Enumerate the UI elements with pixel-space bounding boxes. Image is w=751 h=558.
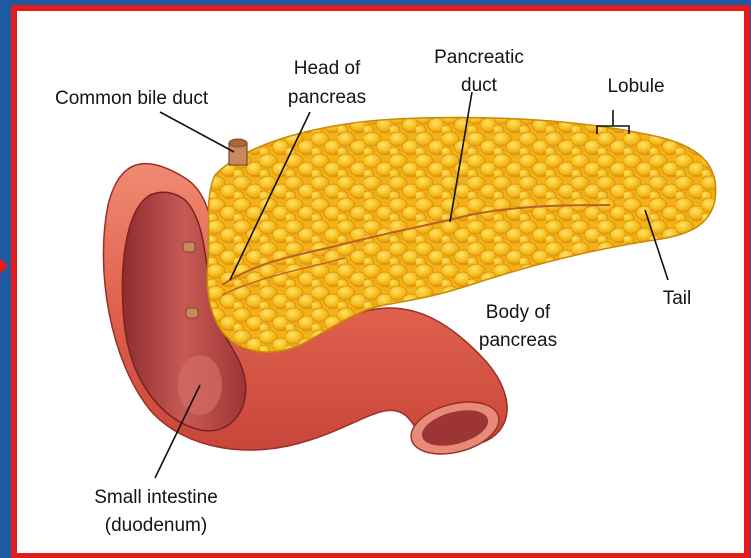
bile-duct-stub	[229, 139, 247, 165]
label-head-line1: Head of	[294, 58, 361, 79]
label-pancreatic-duct-line2: duct	[461, 75, 498, 96]
label-body-line2: pancreas	[479, 330, 557, 351]
label-small-intestine-line2: (duodenum)	[105, 515, 207, 536]
label-pancreatic-duct-line1: Pancreatic	[434, 47, 524, 68]
label-small-intestine-line1: Small intestine	[94, 487, 218, 508]
label-lobule: Lobule	[607, 76, 664, 97]
label-tail: Tail	[663, 288, 692, 309]
label-body-line1: Body of	[486, 302, 551, 323]
label-head-line2: pancreas	[288, 87, 366, 108]
slide-arrow-marker	[0, 258, 8, 274]
label-common-bile-duct: Common bile duct	[55, 88, 209, 109]
